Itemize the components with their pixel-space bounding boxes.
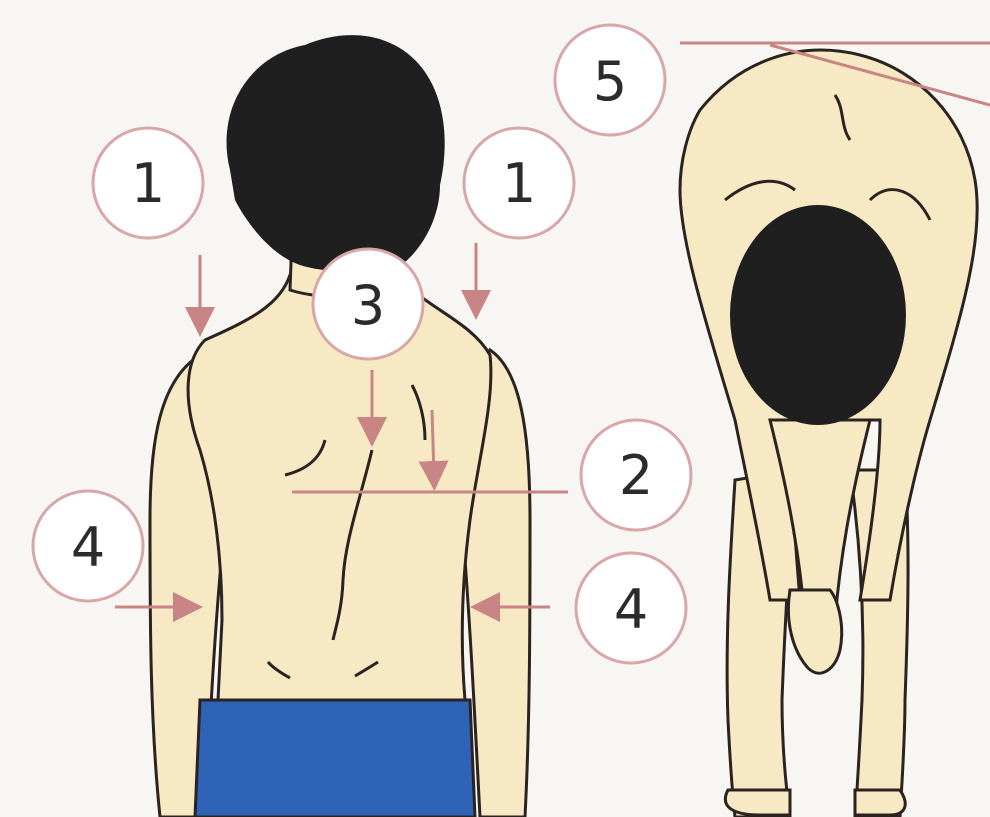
badge-waist-left-label: 4	[71, 516, 105, 579]
clasped-hands	[788, 590, 841, 673]
badge-shoulder-left: 1	[93, 128, 203, 238]
badge-scapula-line: 2	[581, 420, 691, 530]
badge-shoulder-right: 1	[464, 128, 574, 238]
badge-shoulder-right-label: 1	[502, 152, 536, 215]
badge-waist-right-label: 4	[614, 578, 648, 641]
left-foot	[725, 790, 790, 815]
forward-bend-figure	[680, 50, 977, 817]
bent-head-hair	[730, 205, 906, 425]
right-foot	[855, 790, 905, 815]
badge-scapula-line-label: 2	[619, 444, 653, 507]
badge-waist-left: 4	[33, 491, 143, 601]
shorts	[195, 700, 475, 817]
badge-bend-line-label: 5	[593, 50, 627, 113]
badge-spine-label: 3	[351, 274, 385, 337]
badge-waist-right: 4	[576, 553, 686, 663]
badge-bend-line: 5	[555, 25, 665, 135]
hair	[227, 35, 445, 271]
badge-spine: 3	[313, 249, 423, 359]
badge-shoulder-left-label: 1	[131, 152, 165, 215]
scapula-arrow	[432, 410, 434, 476]
